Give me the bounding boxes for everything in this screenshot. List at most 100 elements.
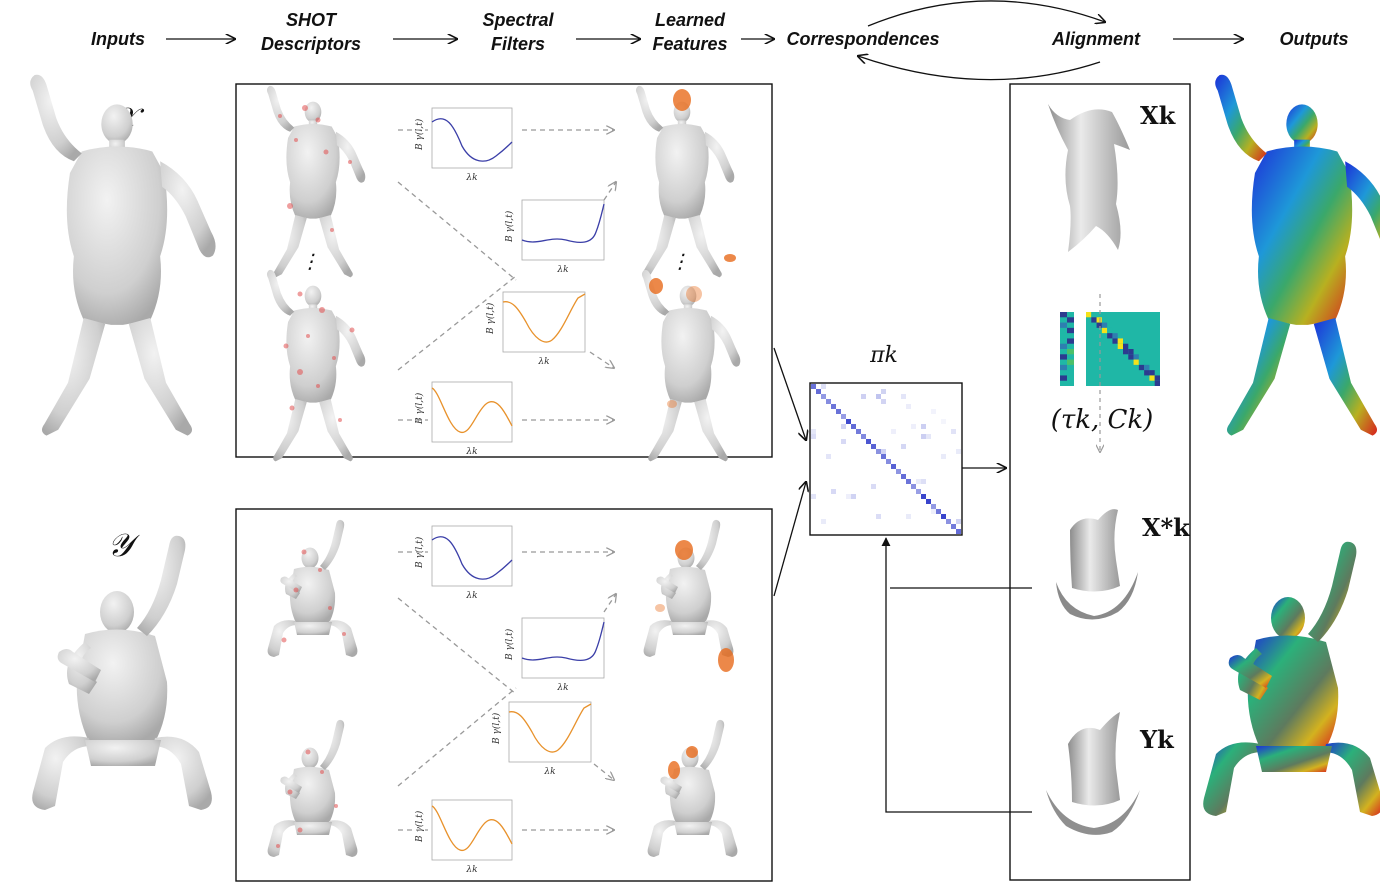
ck-offdiag-cell [1149, 370, 1155, 376]
filter-xlabel-x-2: λk [556, 265, 568, 275]
matrix-offdiag-cell [821, 519, 826, 524]
tau-cell [1067, 338, 1074, 344]
ck-diag-cell [1086, 312, 1092, 318]
matrix-offdiag-cell [931, 409, 936, 414]
matrix-diag-cell [931, 504, 936, 509]
ck-matrix-group [1060, 312, 1160, 386]
matrix-offdiag-cell [876, 394, 881, 399]
filter-plot-y-1: λk B γ(l,t) [414, 525, 513, 601]
ck-diag-cell [1101, 327, 1108, 334]
matrix-offdiag-cell [926, 434, 931, 439]
matrix-offdiag-cell [821, 384, 826, 389]
ck-offdiag-cell [1091, 312, 1097, 318]
ck-offdiag-cell [1154, 375, 1160, 381]
matrix-diag-cell [826, 399, 831, 404]
matrix-diag-cell [921, 494, 926, 499]
matrix-offdiag-cell [846, 494, 851, 499]
tau-cell [1060, 343, 1067, 349]
matrix-diag-cell [941, 514, 946, 519]
ck-diag-cell [1107, 333, 1113, 339]
matrix-offdiag-cell [811, 494, 816, 499]
ellipsis-learned-x: ⋮ [670, 249, 690, 273]
matrix-offdiag-cell [876, 449, 881, 454]
tau-cell [1067, 317, 1074, 323]
arrow-y-to-matrix [773, 482, 806, 597]
ck-diag-cell [1154, 380, 1160, 386]
matrix-diag-cell [946, 519, 951, 524]
matrix-offdiag-cell [831, 489, 836, 494]
header-shot-2: Descriptors [261, 34, 361, 54]
shot-mesh-y-1 [267, 519, 358, 657]
matrix-offdiag-cell [901, 394, 906, 399]
matrix-offdiag-cell [956, 519, 961, 524]
matrix-diag-cell [911, 484, 916, 489]
ck-diag-cell [1133, 359, 1139, 365]
header-alignment: Alignment [1051, 29, 1141, 49]
matrix-diag-cell [836, 409, 841, 414]
tau-cell [1060, 364, 1067, 371]
learned-heat-y [655, 540, 734, 779]
matrix-offdiag-cell [921, 424, 926, 429]
matrix-diag-cell [876, 449, 881, 454]
matrix-offdiag-cell [876, 394, 881, 399]
filter-plot-x-3: λk B γ(l,t) [485, 291, 586, 367]
matrix-diag-cell [811, 384, 816, 389]
ck-offdiag-cell [1096, 317, 1102, 323]
matrix-diag-cell [926, 499, 931, 504]
filter-plot-y-3: λk B γ(l,t) [491, 701, 592, 777]
header-shot-1: SHOT [286, 10, 338, 30]
matrix-cells [811, 384, 961, 534]
ck-offdiag-cell [1107, 327, 1113, 334]
filter-xlabel-y-1: λk [465, 591, 477, 601]
matrix-offdiag-cell [841, 424, 846, 429]
matrix-offdiag-cell [901, 444, 906, 449]
matrix-diag-cell [841, 414, 846, 419]
learned-heat-x [649, 89, 736, 408]
ck-diag-cell [1123, 349, 1129, 355]
matrix-offdiag-cell [951, 429, 956, 434]
matrix-diag-cell [821, 394, 826, 399]
ck-diag-cell [1117, 343, 1123, 349]
ck-offdiag-cell [1112, 333, 1118, 339]
matrix-offdiag-cell [851, 494, 856, 499]
panel-y-features [235, 508, 773, 882]
filter-xlabel-y-4: λk [465, 865, 477, 875]
shot-mesh-x-2 [266, 269, 366, 462]
matrix-offdiag-cell [931, 509, 936, 514]
ck-diag-cell [1096, 322, 1102, 328]
filter-ylabel-x-2: B γ(l,t) [504, 210, 515, 243]
arrow-corr-to-align [867, 0, 1105, 27]
output-shape-y [1203, 541, 1380, 816]
matrix-offdiag-cell [906, 404, 911, 409]
matrix-offdiag-cell [881, 389, 886, 394]
matrix-offdiag-cell [881, 449, 886, 454]
label-yk: Yk [1139, 725, 1175, 754]
header-correspondences: Correspondences [786, 29, 939, 49]
filter-xlabel-y-2: λk [556, 683, 568, 693]
filter-ylabel-y-2: B γ(l,t) [504, 628, 515, 661]
matrix-offdiag-cell [861, 394, 866, 399]
dashed-arrows-y [397, 552, 616, 830]
matrix-offdiag-cell [941, 419, 946, 424]
tau-cell [1067, 370, 1074, 376]
filter-plot-y-2: λk B γ(l,t) [504, 617, 605, 693]
ck-diag-cell [1091, 317, 1097, 323]
matrix-diag-cell [881, 454, 886, 459]
matrix-diag-cell [896, 469, 901, 474]
matrix-diag-cell [891, 464, 896, 469]
input-shape-x [30, 74, 216, 436]
matrix-offdiag-cell [941, 454, 946, 459]
matrix-offdiag-cell [921, 434, 926, 439]
matrix-diag-cell [916, 489, 921, 494]
matrix-diag-cell [886, 459, 891, 464]
ck-diag-cell [1112, 338, 1118, 344]
header-inputs: Inputs [91, 29, 145, 49]
label-xk: Xk [1140, 101, 1177, 130]
learned-mesh-y-2 [647, 719, 738, 857]
matrix-offdiag-cell [811, 429, 816, 434]
label-xk-star: X*k [1142, 513, 1191, 542]
tau-cell [1067, 349, 1074, 355]
header-learned-2: Features [652, 34, 727, 54]
shape-yk [1046, 712, 1140, 835]
